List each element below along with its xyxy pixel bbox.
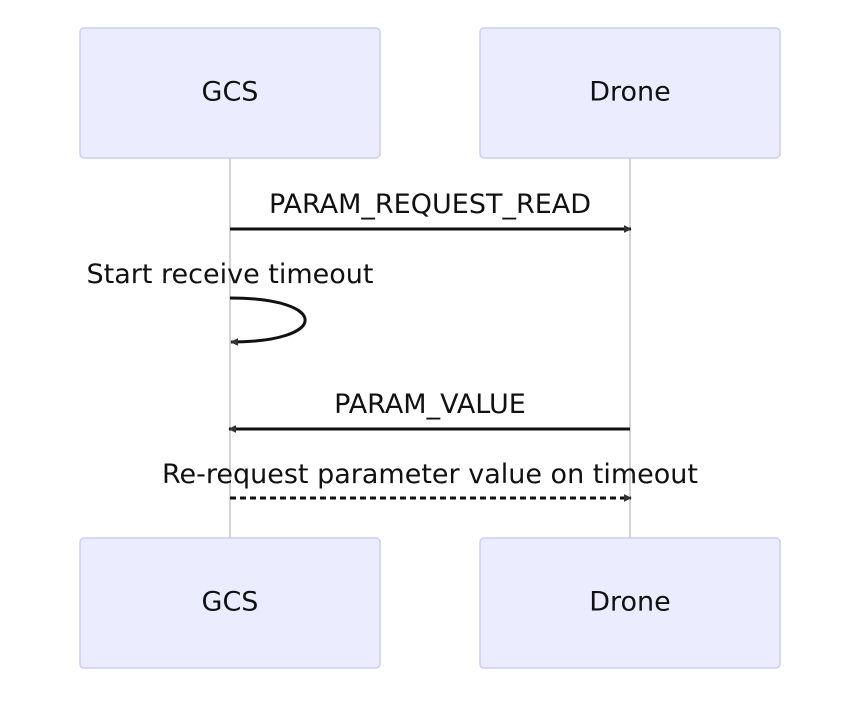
actor-gcs-top-label: GCS <box>202 77 259 108</box>
message-start-receive-timeout-arrow <box>229 296 307 346</box>
message-param-value-label: PARAM_VALUE <box>334 389 526 420</box>
message-re-request: Re-request parameter value on timeout <box>162 459 698 502</box>
message-param-value: PARAM_VALUE <box>228 389 630 433</box>
message-param-request-read: PARAM_REQUEST_READ <box>230 189 632 233</box>
message-start-receive-timeout: Start receive timeout <box>86 259 374 346</box>
message-re-request-label: Re-request parameter value on timeout <box>162 459 698 490</box>
actor-gcs-bottom: GCS <box>79 537 381 669</box>
message-start-receive-timeout-label: Start receive timeout <box>86 259 373 290</box>
message-param-request-read-label: PARAM_REQUEST_READ <box>269 189 591 220</box>
actor-drone-top-label: Drone <box>589 77 671 108</box>
actor-drone-top: Drone <box>479 27 781 159</box>
actor-gcs-bottom-label: GCS <box>202 587 259 618</box>
actor-gcs-top: GCS <box>79 27 381 159</box>
actor-drone-bottom-label: Drone <box>589 587 671 618</box>
actor-drone-bottom: Drone <box>479 537 781 669</box>
